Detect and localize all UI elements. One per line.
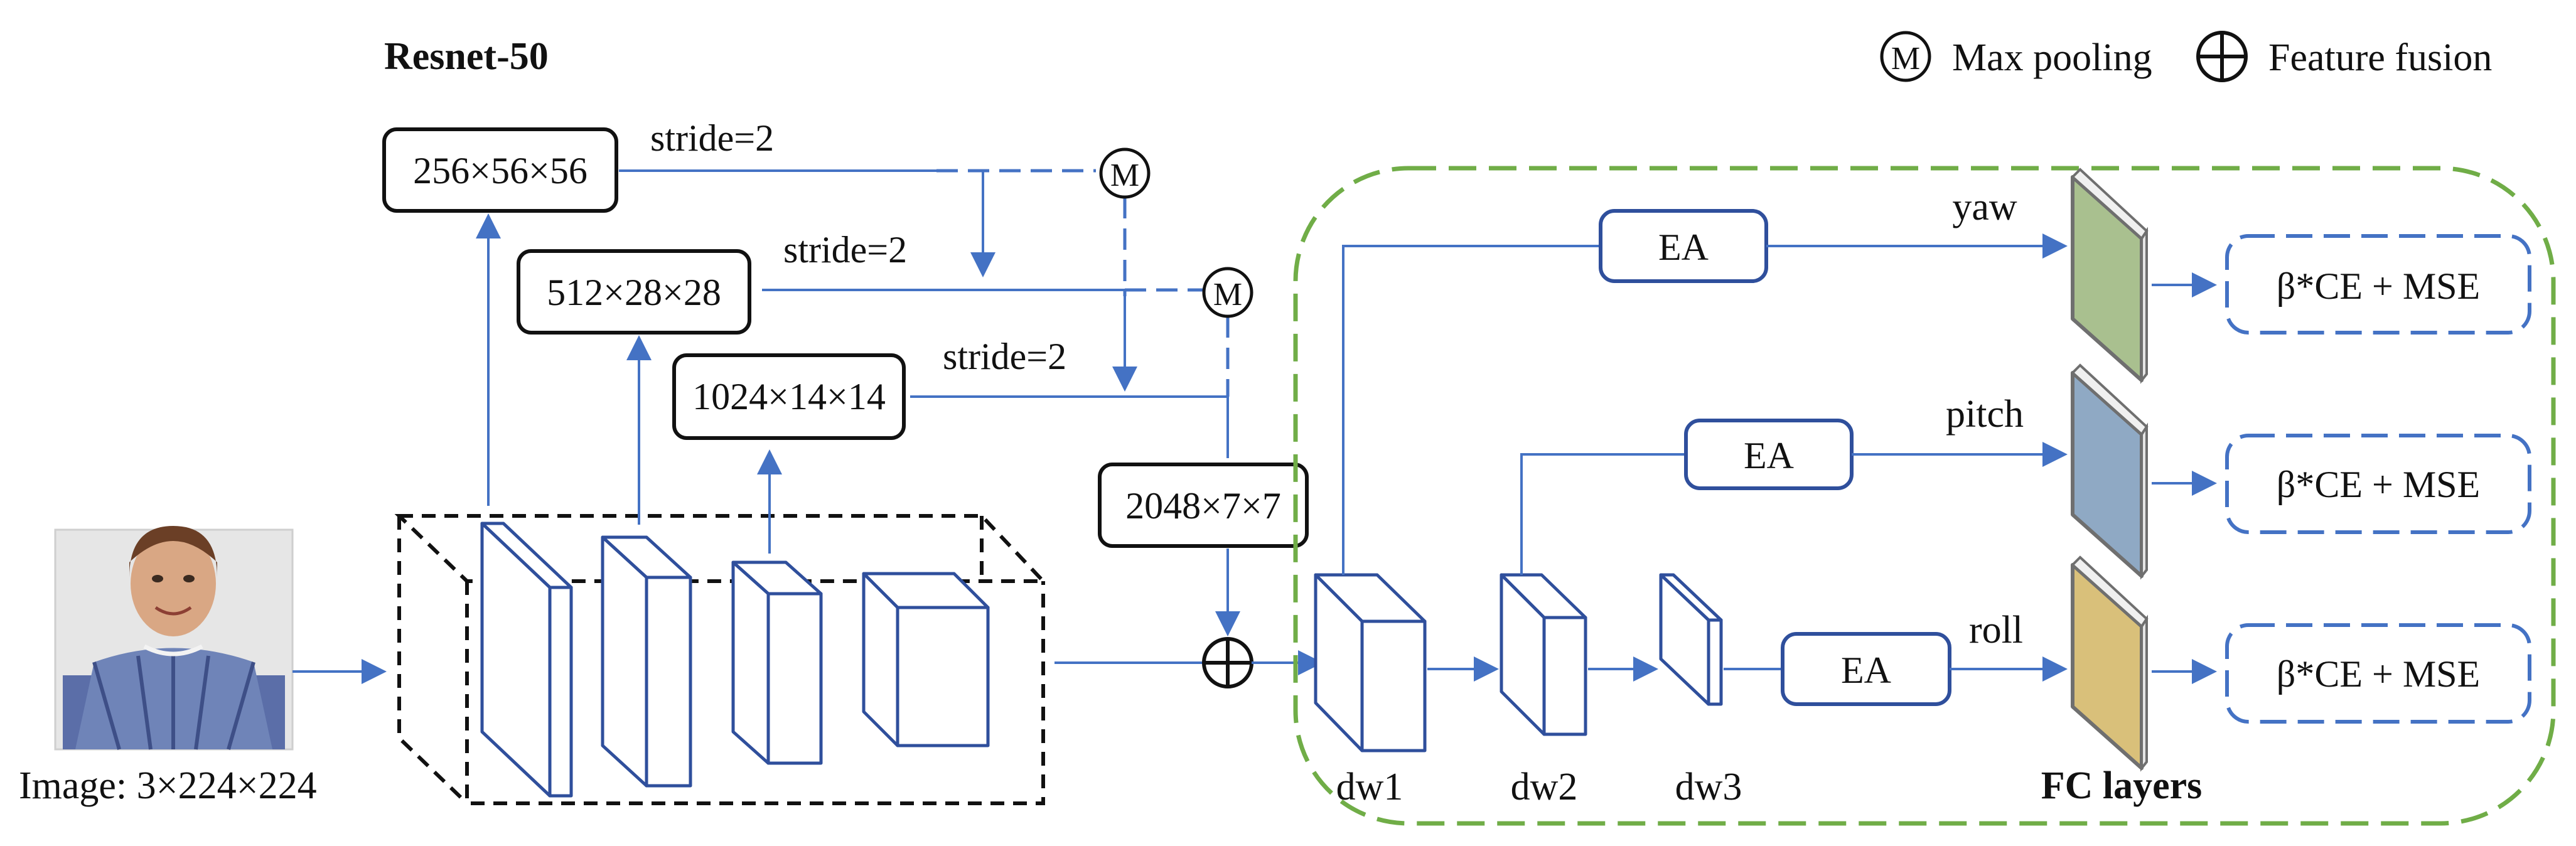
fc-layer-pitch — [2071, 363, 2149, 580]
backbone-frame — [394, 514, 1048, 805]
feature-box-2048-label: 2048×7×7 — [1125, 485, 1281, 527]
max-pooling-marker-1-symbol: M — [1110, 158, 1139, 193]
max-pooling-label: Max pooling — [1952, 36, 2152, 79]
max-pooling-symbol: M — [1891, 41, 1920, 77]
dw3-label: dw3 — [1675, 766, 1742, 808]
ea-block-yaw-label: EA — [1658, 227, 1709, 268]
yaw-branch-line — [1342, 245, 1601, 575]
head-frame — [1293, 166, 2556, 826]
ea-block-pitch: EA — [1684, 419, 1854, 490]
fc-layer-roll — [2071, 555, 2149, 772]
feature-box-256-label: 256×56×56 — [413, 150, 588, 191]
dw2-block — [1500, 573, 1587, 736]
legend: M Max pooling Feature fusion — [1880, 31, 2492, 82]
yaw-label: yaw — [1952, 186, 2017, 228]
feature-box-512-label: 512×28×28 — [547, 272, 721, 313]
roll-label: roll — [1969, 609, 2023, 651]
feature-fusion-icon — [2196, 31, 2248, 82]
loss-pitch-label: β*CE + MSE — [2277, 464, 2480, 505]
feature-box-256: 256×56×56 — [382, 127, 618, 213]
fc-layers-label: FC layers — [2041, 764, 2203, 807]
loss-roll-label: β*CE + MSE — [2277, 653, 2480, 695]
ea-block-roll: EA — [1781, 632, 1951, 706]
stage-block-2 — [601, 535, 692, 788]
ea-block-pitch-label: EA — [1744, 435, 1794, 476]
max-pooling-marker-2-symbol: M — [1213, 277, 1242, 313]
fc-layer-yaw — [2071, 168, 2149, 384]
feature-box-512: 512×28×28 — [517, 249, 751, 335]
feature-box-1024: 1024×14×14 — [672, 353, 906, 440]
loss-box-yaw: β*CE + MSE — [2225, 234, 2531, 335]
stride-label-2: stride=2 — [783, 229, 907, 270]
max-pooling-icon: M — [1880, 31, 1931, 82]
loss-box-pitch: β*CE + MSE — [2225, 434, 2531, 534]
dw2-label: dw2 — [1511, 766, 1578, 808]
pitch-branch-line — [1520, 453, 1686, 575]
input-label: Image: 3×224×224 — [19, 764, 317, 807]
loss-yaw-label: β*CE + MSE — [2277, 265, 2480, 307]
stride-label-1: stride=2 — [650, 117, 774, 159]
feature-fusion-label: Feature fusion — [2268, 36, 2492, 79]
dw3-block — [1659, 573, 1723, 706]
dw1-block — [1314, 573, 1427, 752]
loss-box-roll: β*CE + MSE — [2225, 623, 2531, 724]
feature-box-2048: 2048×7×7 — [1098, 463, 1309, 548]
diagram-title: Resnet-50 — [384, 35, 549, 78]
max-pooling-marker-2: M — [1202, 267, 1253, 318]
ea-block-roll-label: EA — [1841, 650, 1891, 691]
stride-label-3: stride=2 — [943, 336, 1066, 377]
stage-block-1 — [480, 522, 573, 798]
feature-fusion-node — [1202, 637, 1253, 688]
stage-block-4 — [862, 572, 990, 747]
pitch-label: pitch — [1946, 393, 2024, 436]
feature-box-1024-label: 1024×14×14 — [692, 376, 886, 417]
ea-block-yaw: EA — [1599, 209, 1768, 283]
dw1-label: dw1 — [1336, 766, 1403, 808]
max-pooling-marker-1: M — [1099, 147, 1151, 199]
stage-block-3 — [731, 560, 823, 765]
input-photo — [54, 526, 294, 751]
